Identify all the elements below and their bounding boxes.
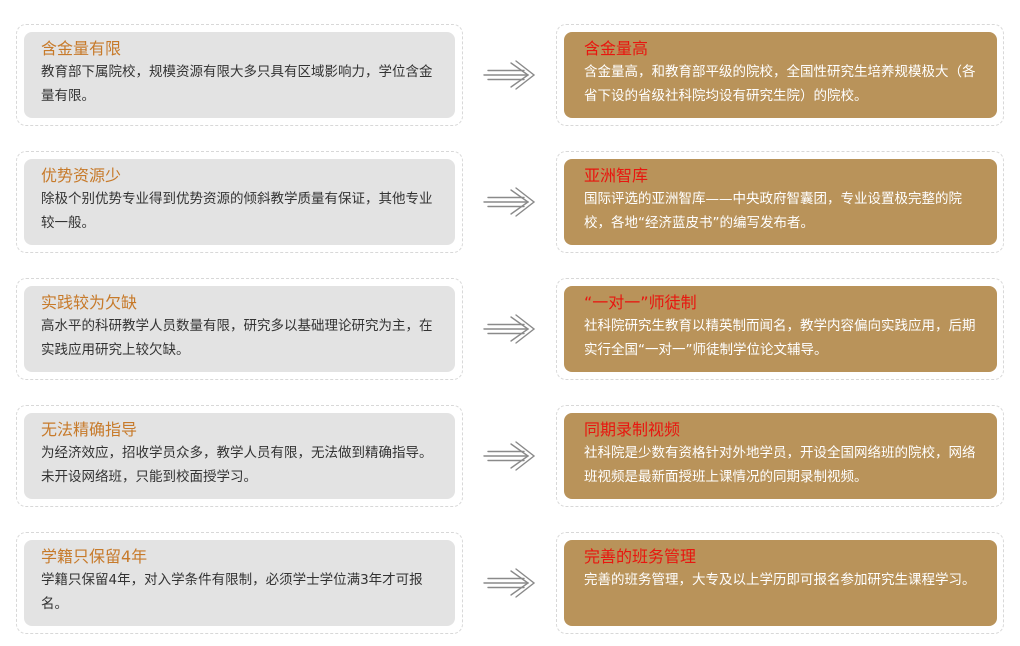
left-card-title: 实践较为欠缺: [41, 293, 138, 312]
left-card-title: 学籍只保留4年: [41, 547, 148, 566]
left-card-frame: 实践较为欠缺 高水平的科研教学人员数量有限，研究多以基础理论研究为主，在实践应用…: [16, 278, 463, 380]
left-card: 无法精确指导 为经济效应，招收学员众多，教学人员有限，无法做到精确指导。未开设网…: [24, 413, 455, 499]
right-card-frame: 亚洲智库 国际评选的亚洲智库——中央政府智囊团，专业设置极完整的院校，各地“经济…: [556, 151, 1004, 253]
left-card-frame: 优势资源少 除极个别优势专业得到优势资源的倾斜教学质量有保证，其他专业较一般。: [16, 151, 463, 253]
left-card-desc: 教育部下属院校，规模资源有限大多只具有区域影响力，学位含金量有限。: [41, 64, 433, 104]
comparison-row: 实践较为欠缺 高水平的科研教学人员数量有限，研究多以基础理论研究为主，在实践应用…: [0, 278, 1020, 380]
right-card: 同期录制视频 社科院是少数有资格针对外地学员，开设全国网络班的院校，网络班视频是…: [564, 413, 997, 499]
left-card-title: 优势资源少: [41, 166, 122, 185]
arrow-right-icon: [483, 441, 536, 471]
comparison-row: 学籍只保留4年 学籍只保留4年，对入学条件有限制，必须学士学位满3年才可报名。 …: [0, 532, 1020, 634]
right-card-frame: 同期录制视频 社科院是少数有资格针对外地学员，开设全国网络班的院校，网络班视频是…: [556, 405, 1004, 507]
left-card-title: 无法精确指导: [41, 420, 138, 439]
right-card: 含金量高 含金量高，和教育部平级的院校，全国性研究生培养规模极大（各省下设的省级…: [564, 32, 997, 118]
right-card-desc: 国际评选的亚洲智库——中央政府智囊团，专业设置极完整的院校，各地“经济蓝皮书”的…: [584, 191, 962, 231]
right-card-title: 同期录制视频: [584, 420, 681, 439]
arrow-right-icon: [483, 568, 536, 598]
left-card: 含金量有限 教育部下属院校，规模资源有限大多只具有区域影响力，学位含金量有限。: [24, 32, 455, 118]
right-card-title: 完善的班务管理: [584, 547, 697, 566]
right-card-frame: “一对一”师徒制 社科院研究生教育以精英制而闻名，教学内容偏向实践应用，后期实行…: [556, 278, 1004, 380]
right-card: “一对一”师徒制 社科院研究生教育以精英制而闻名，教学内容偏向实践应用，后期实行…: [564, 286, 997, 372]
right-card-title: 含金量高: [584, 39, 649, 58]
right-card-desc: 社科院是少数有资格针对外地学员，开设全国网络班的院校，网络班视频是最新面授班上课…: [584, 445, 976, 485]
right-card-frame: 完善的班务管理 完善的班务管理，大专及以上学历即可报名参加研究生课程学习。: [556, 532, 1004, 634]
right-card: 亚洲智库 国际评选的亚洲智库——中央政府智囊团，专业设置极完整的院校，各地“经济…: [564, 159, 997, 245]
arrow-right-icon: [483, 314, 536, 344]
right-card: 完善的班务管理 完善的班务管理，大专及以上学历即可报名参加研究生课程学习。: [564, 540, 997, 626]
left-card-desc: 为经济效应，招收学员众多，教学人员有限，无法做到精确指导。未开设网络班，只能到校…: [41, 445, 433, 485]
comparison-row: 优势资源少 除极个别优势专业得到优势资源的倾斜教学质量有保证，其他专业较一般。 …: [0, 151, 1020, 253]
right-card-frame: 含金量高 含金量高，和教育部平级的院校，全国性研究生培养规模极大（各省下设的省级…: [556, 24, 1004, 126]
left-card-frame: 学籍只保留4年 学籍只保留4年，对入学条件有限制，必须学士学位满3年才可报名。: [16, 532, 463, 634]
arrow-right-icon: [483, 187, 536, 217]
left-card: 优势资源少 除极个别优势专业得到优势资源的倾斜教学质量有保证，其他专业较一般。: [24, 159, 455, 245]
right-card-title: “一对一”师徒制: [584, 293, 697, 312]
arrow-right-icon: [483, 60, 536, 90]
right-card-title: 亚洲智库: [584, 166, 649, 185]
left-card: 学籍只保留4年 学籍只保留4年，对入学条件有限制，必须学士学位满3年才可报名。: [24, 540, 455, 626]
left-card-desc: 高水平的科研教学人员数量有限，研究多以基础理论研究为主，在实践应用研究上较欠缺。: [41, 318, 433, 358]
left-card-desc: 除极个别优势专业得到优势资源的倾斜教学质量有保证，其他专业较一般。: [41, 191, 433, 231]
left-card: 实践较为欠缺 高水平的科研教学人员数量有限，研究多以基础理论研究为主，在实践应用…: [24, 286, 455, 372]
right-card-desc: 含金量高，和教育部平级的院校，全国性研究生培养规模极大（各省下设的省级社科院均设…: [584, 64, 976, 104]
left-card-frame: 无法精确指导 为经济效应，招收学员众多，教学人员有限，无法做到精确指导。未开设网…: [16, 405, 463, 507]
comparison-row: 无法精确指导 为经济效应，招收学员众多，教学人员有限，无法做到精确指导。未开设网…: [0, 405, 1020, 507]
left-card-frame: 含金量有限 教育部下属院校，规模资源有限大多只具有区域影响力，学位含金量有限。: [16, 24, 463, 126]
right-card-desc: 完善的班务管理，大专及以上学历即可报名参加研究生课程学习。: [584, 572, 976, 588]
right-card-desc: 社科院研究生教育以精英制而闻名，教学内容偏向实践应用，后期实行全国“一对一”师徒…: [584, 318, 976, 358]
comparison-row: 含金量有限 教育部下属院校，规模资源有限大多只具有区域影响力，学位含金量有限。 …: [0, 24, 1020, 126]
left-card-desc: 学籍只保留4年，对入学条件有限制，必须学士学位满3年才可报名。: [41, 572, 423, 612]
left-card-title: 含金量有限: [41, 39, 122, 58]
